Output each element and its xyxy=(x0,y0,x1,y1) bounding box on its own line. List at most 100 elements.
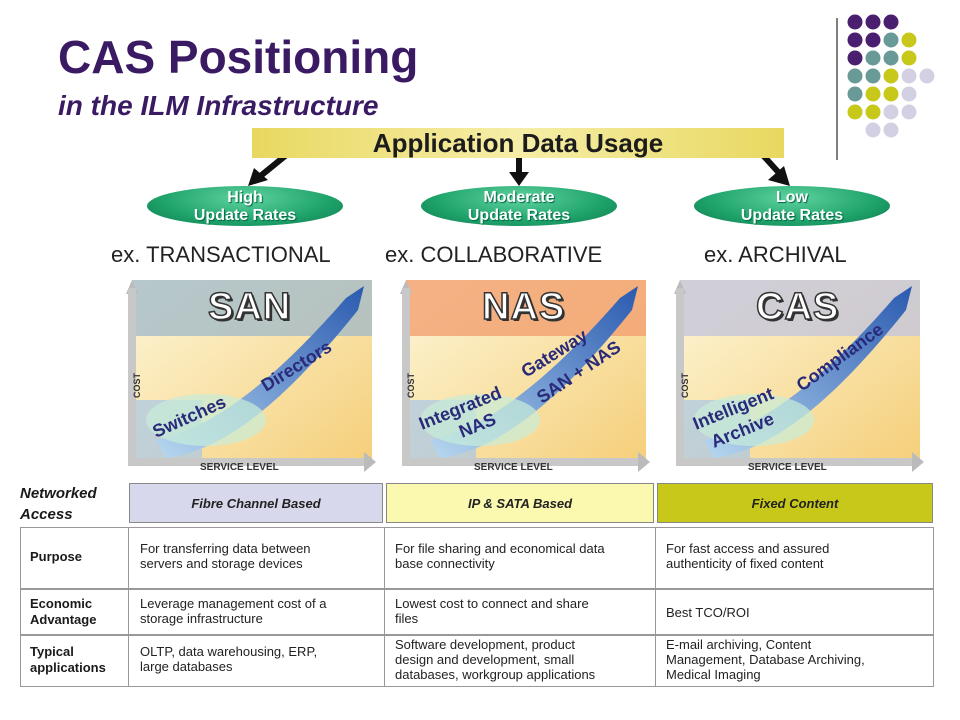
cell-line: servers and storage devices xyxy=(140,556,303,571)
cell-purpose-cas: For fast access and assured authenticity… xyxy=(666,541,829,571)
example-transactional: ex. TRANSACTIONAL xyxy=(111,242,331,267)
cell-line: base connectivity xyxy=(395,556,495,571)
decorative-dot xyxy=(865,14,881,30)
pill-high-update-rates: High Update Rates xyxy=(147,186,343,226)
decorative-dot xyxy=(847,50,863,66)
header-fibre-channel: Fibre Channel Based xyxy=(129,483,383,523)
pill-low-update-rates: Low Update Rates xyxy=(694,186,890,226)
cas-diagram: Intelligent Archive Compliance CAS COST … xyxy=(674,280,924,474)
page-subtitle: in the ILM Infrastructure xyxy=(58,90,379,121)
application-data-usage-bar: Application Data Usage xyxy=(252,128,784,158)
nas-cost-axis-label: COST xyxy=(406,372,416,398)
pill-line2: Update Rates xyxy=(467,207,571,224)
cell-line: design and development, small xyxy=(395,652,575,667)
nas-label: NAS xyxy=(481,285,566,329)
label-line: Advantage xyxy=(30,612,97,627)
cell-line: Management, Database Archiving, xyxy=(666,652,865,667)
networked-access-label: Networked Access xyxy=(20,483,97,525)
decorative-dot xyxy=(883,86,899,102)
cas-label: CAS xyxy=(755,285,840,329)
net-label-line1: Networked xyxy=(20,485,97,502)
nas-diagram-graphic: Integrated NAS Gateway SAN + NAS xyxy=(400,280,650,472)
decorative-dot xyxy=(865,86,881,102)
cas-service-axis-label: SERVICE LEVEL xyxy=(748,462,827,473)
column-divider xyxy=(128,527,129,687)
decorative-dot xyxy=(901,68,917,84)
cell-line: Lowest cost to connect and share xyxy=(395,596,589,611)
decorative-dot xyxy=(865,50,881,66)
decorative-dot xyxy=(847,86,863,102)
decorative-dot xyxy=(865,68,881,84)
row-label-purpose: Purpose xyxy=(30,549,83,564)
cell-line: OLTP, data warehousing, ERP, xyxy=(140,644,318,659)
decorative-dot xyxy=(883,50,899,66)
page-title: CAS Positioning xyxy=(58,31,419,83)
column-divider xyxy=(384,527,385,687)
table-row-economic xyxy=(20,589,934,635)
cas-cost-axis-label: COST xyxy=(680,372,690,398)
cell-economic-san: Leverage management cost of a storage in… xyxy=(140,596,326,626)
label-line: Economic xyxy=(30,596,93,611)
decorative-dot xyxy=(901,50,917,66)
decorative-dot xyxy=(865,104,881,120)
table-row-purpose xyxy=(20,527,934,589)
cell-line: E-mail archiving, Content xyxy=(666,637,812,652)
nas-service-axis-label: SERVICE LEVEL xyxy=(474,462,553,473)
cell-line: storage infrastructure xyxy=(140,611,263,626)
row-label-typical: Typical applications xyxy=(30,644,106,676)
cell-purpose-nas: For file sharing and economical data bas… xyxy=(395,541,605,571)
example-archival: ex. ARCHIVAL xyxy=(704,242,847,267)
header-fixed-content: Fixed Content xyxy=(657,483,933,523)
cell-line: files xyxy=(395,611,419,626)
pill-line2: Update Rates xyxy=(740,207,844,224)
cell-line: For transferring data between xyxy=(140,541,311,556)
cell-typical-nas: Software development, product design and… xyxy=(395,637,595,682)
net-label-line2: Access xyxy=(20,506,73,523)
decorative-dot xyxy=(883,104,899,120)
cell-line: Medical Imaging xyxy=(666,667,761,682)
cell-line: databases, workgroup applications xyxy=(395,667,596,682)
pill-line1: Moderate xyxy=(483,189,555,206)
san-cost-axis-label: COST xyxy=(132,372,142,398)
decorative-dot xyxy=(919,68,935,84)
header-ip-sata: IP & SATA Based xyxy=(386,483,654,523)
pill-moderate-update-rates: Moderate Update Rates xyxy=(421,186,617,226)
column-divider xyxy=(655,527,656,687)
decorative-dot xyxy=(883,32,899,48)
decorative-dot xyxy=(901,86,917,102)
label-line: applications xyxy=(30,660,106,675)
cell-typical-san: OLTP, data warehousing, ERP, large datab… xyxy=(140,644,317,674)
table-row-typical xyxy=(20,635,934,687)
decorative-dot xyxy=(901,104,917,120)
label-line: Typical xyxy=(30,644,74,659)
cell-typical-cas: E-mail archiving, Content Management, Da… xyxy=(666,637,865,682)
pill-line1: High xyxy=(227,189,263,206)
pill-line1: Low xyxy=(776,189,808,206)
decorative-dot xyxy=(865,32,881,48)
cell-line: For fast access and assured xyxy=(666,541,830,556)
decorative-dot xyxy=(847,68,863,84)
decorative-dot xyxy=(883,68,899,84)
cell-line: Software development, product xyxy=(395,637,575,652)
decorative-dot xyxy=(865,122,881,138)
decorative-dot xyxy=(901,32,917,48)
cell-line: Leverage management cost of a xyxy=(140,596,327,611)
cell-line: Best TCO/ROI xyxy=(666,605,750,620)
cell-economic-cas: Best TCO/ROI xyxy=(666,605,750,620)
decorative-dot xyxy=(847,14,863,30)
decorative-dot xyxy=(883,14,899,30)
cell-purpose-san: For transferring data between servers an… xyxy=(140,541,311,571)
cell-line: For file sharing and economical data xyxy=(395,541,605,556)
cell-line: authenticity of fixed content xyxy=(666,556,824,571)
cell-line: large databases xyxy=(140,659,233,674)
example-collaborative: ex. COLLABORATIVE xyxy=(385,242,603,267)
decorative-dot-grid xyxy=(836,14,935,160)
cas-diagram-graphic: Intelligent Archive Compliance xyxy=(674,280,924,472)
decorative-dot xyxy=(883,122,899,138)
san-service-axis-label: SERVICE LEVEL xyxy=(200,462,279,473)
row-label-economic: Economic Advantage xyxy=(30,596,96,628)
san-diagram-graphic: Switches Directors xyxy=(126,280,376,472)
decorative-dot xyxy=(847,104,863,120)
san-label: SAN xyxy=(207,285,292,329)
pill-line2: Update Rates xyxy=(193,207,297,224)
